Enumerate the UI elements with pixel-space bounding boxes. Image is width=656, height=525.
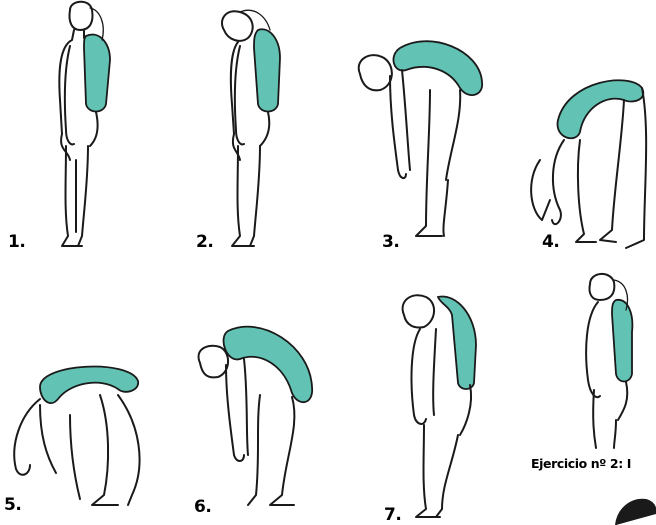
- figure-drawing: [190, 315, 330, 525]
- head-icon: [612, 494, 656, 525]
- step-label: 5.: [4, 495, 21, 515]
- figure-step-1: 1.: [40, 0, 150, 260]
- figure-drawing: [40, 0, 150, 260]
- step-label: 1.: [8, 232, 25, 252]
- figure-step-3: 3.: [350, 30, 490, 260]
- figure-step-4: 4.: [520, 70, 656, 260]
- figure-drawing: [210, 0, 320, 260]
- step-label: 4.: [542, 232, 559, 252]
- exercise-caption: Ejercicio nº 2: I: [531, 456, 631, 471]
- figure-drawing: [520, 70, 656, 260]
- figure-drawing: [350, 30, 490, 260]
- figure-standing-reference: [570, 270, 656, 450]
- figure-step-7: 7.: [380, 285, 500, 525]
- figure-drawing: [380, 285, 500, 525]
- figure-drawing: [570, 270, 656, 450]
- head-drawing: [612, 494, 656, 525]
- step-label: 3.: [382, 232, 399, 252]
- figure-drawing: [0, 355, 160, 525]
- figure-step-2: 2.: [210, 0, 320, 260]
- figure-step-6: 6.: [190, 315, 330, 525]
- step-label: 2.: [196, 232, 213, 252]
- step-label: 6.: [194, 497, 211, 517]
- figure-step-5: 5.: [0, 355, 160, 525]
- step-label: 7.: [384, 505, 401, 525]
